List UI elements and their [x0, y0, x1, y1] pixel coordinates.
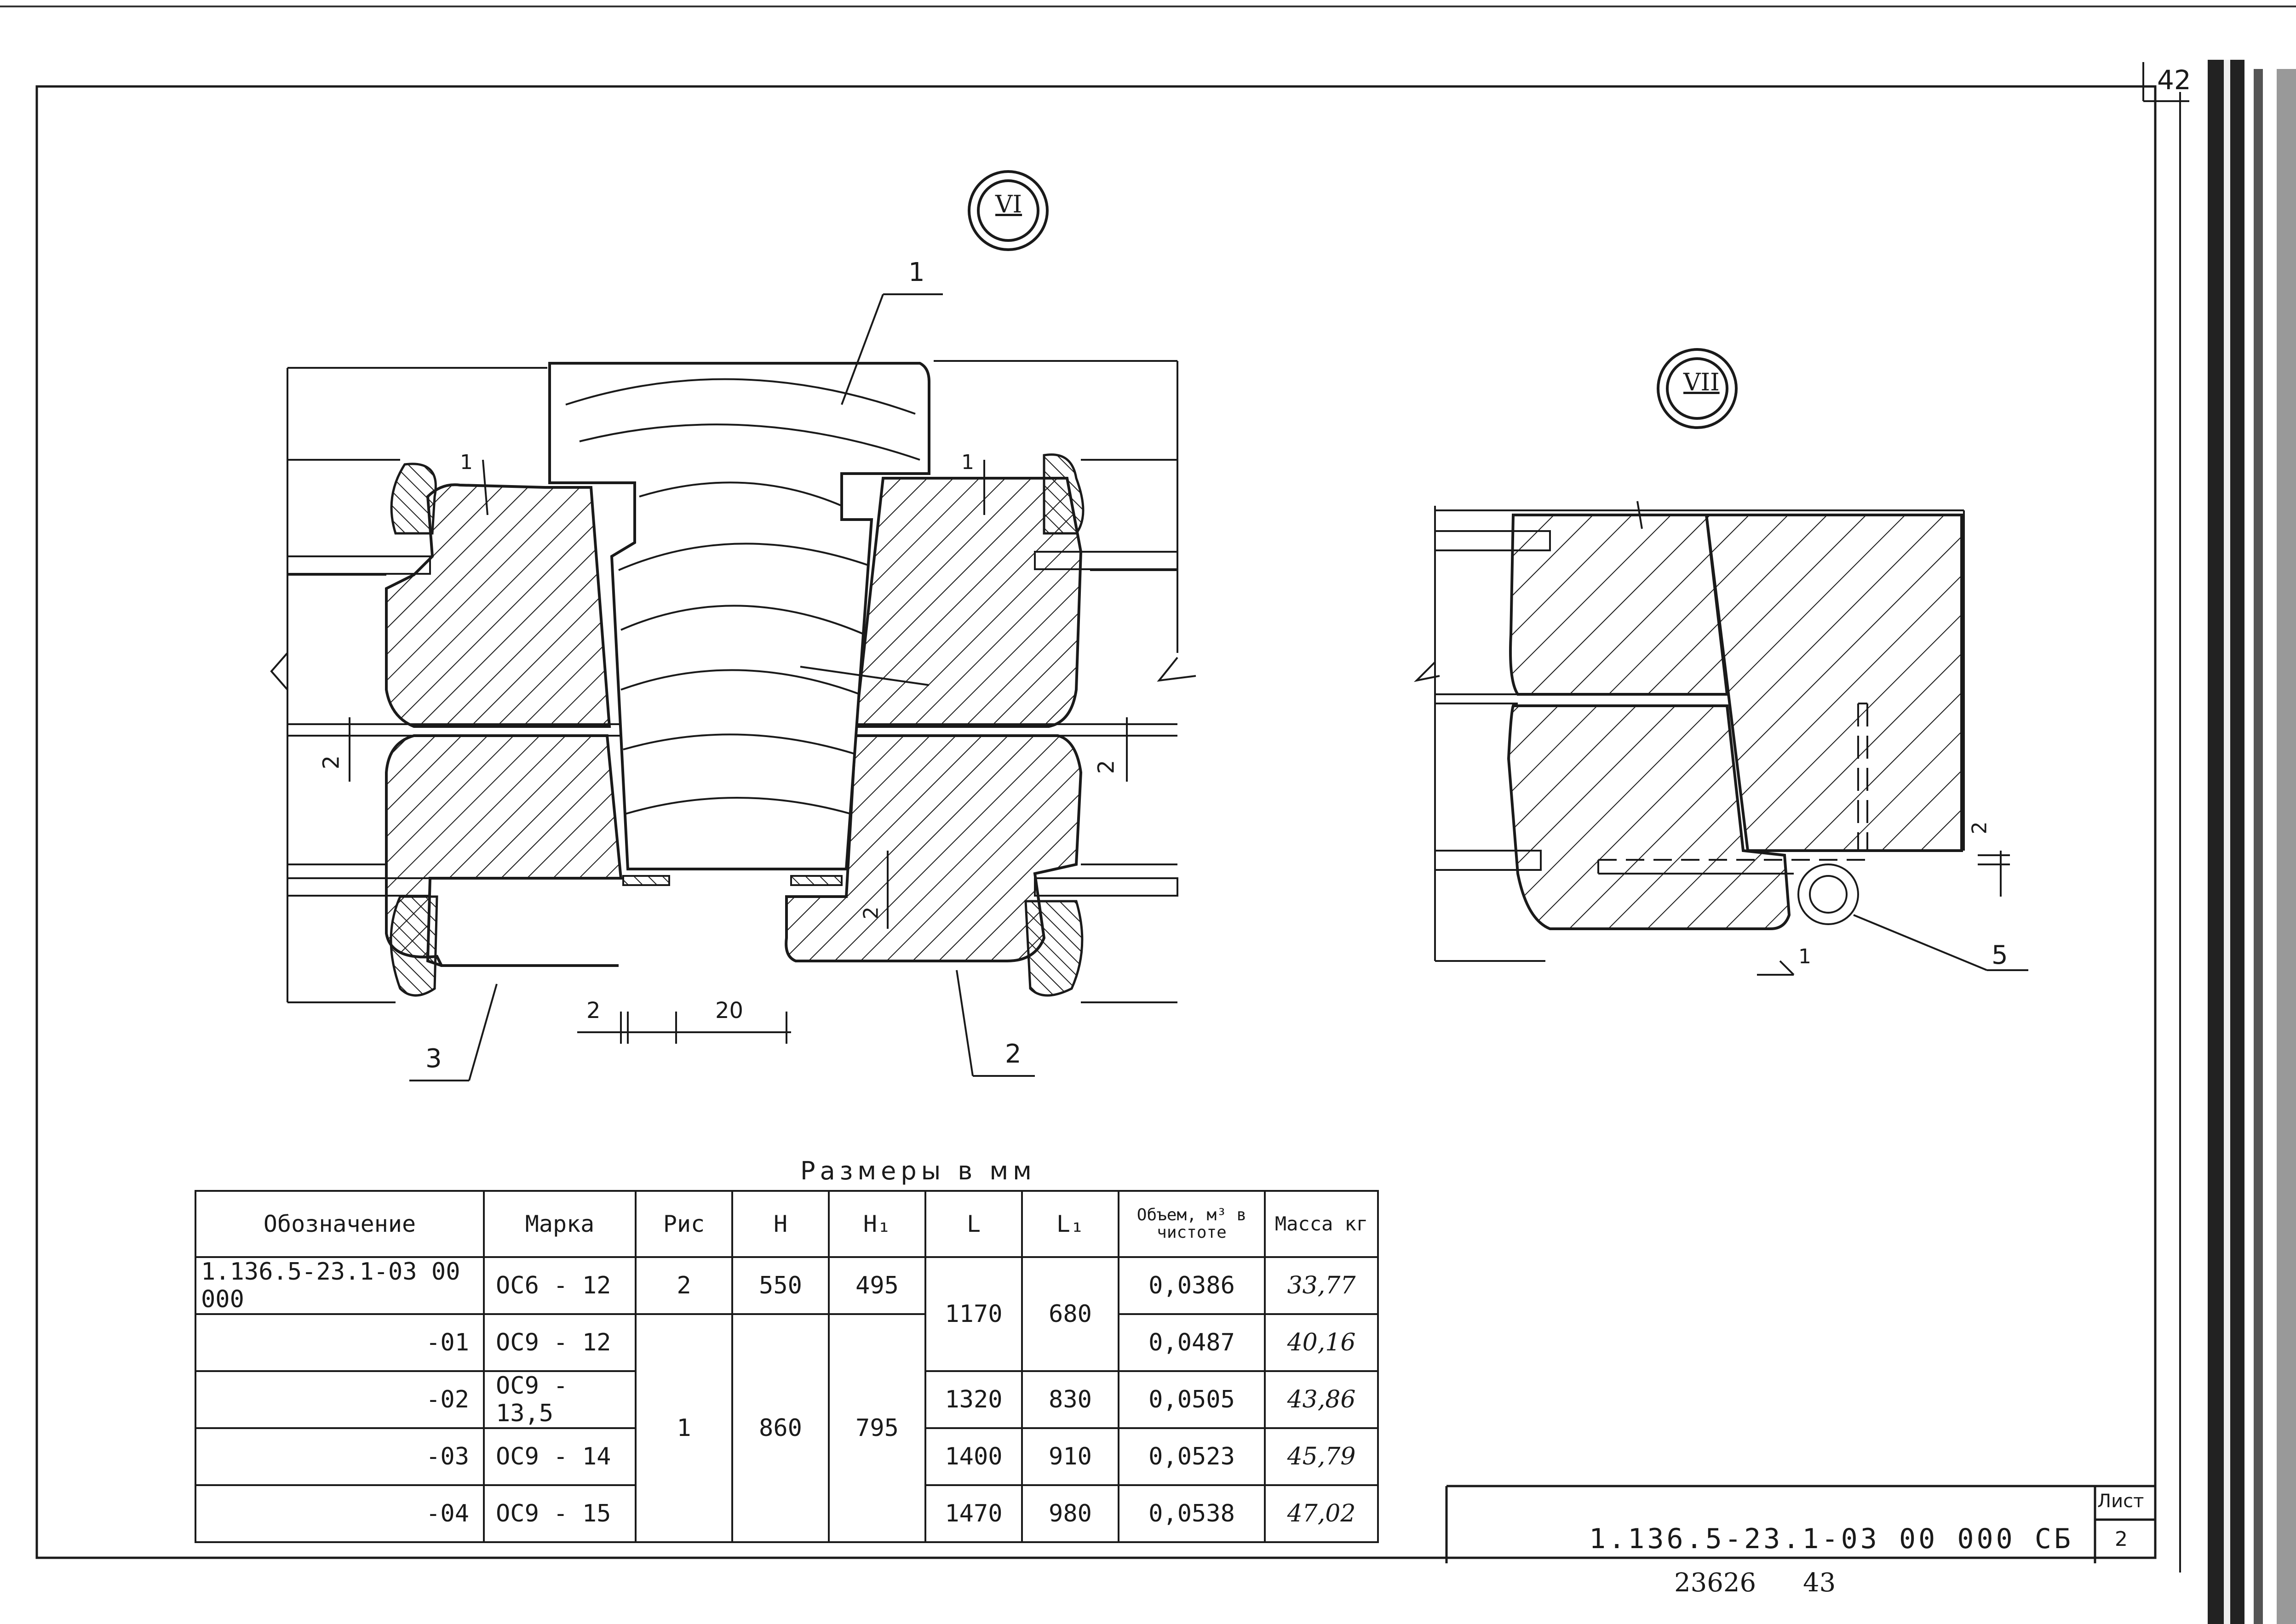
footer-page: 43 — [1803, 1568, 1836, 1598]
view-vi-dim-top-right: 1 — [961, 451, 974, 474]
cell-mark: ОС9 - 12 — [483, 1313, 637, 1372]
header-l: L — [924, 1190, 1023, 1258]
cell-mark: ОС9 - 14 — [483, 1427, 637, 1486]
header-designation: Обозначение — [195, 1190, 485, 1258]
cell-h1: 795 — [828, 1313, 926, 1543]
cell-designation: -02 — [195, 1370, 485, 1429]
title-block-doc-code: 1.136.5-23.1-03 00 000 СБ — [1589, 1523, 2074, 1555]
cell-h1: 495 — [828, 1256, 926, 1315]
table-row: -04 ОС9 - 15 1470 980 0,0538 47,02 — [195, 1484, 1379, 1543]
cell-mass: 33,77 — [1264, 1256, 1379, 1315]
header-figure: Рис — [635, 1190, 733, 1258]
header-l1: L₁ — [1021, 1190, 1119, 1258]
view-vii-callout-5: 5 — [1992, 940, 2008, 970]
cell-mark: ОС6 - 12 — [483, 1256, 637, 1315]
table-caption: Размеры в мм — [800, 1156, 1036, 1185]
cell-l1: 830 — [1021, 1370, 1119, 1429]
cell-mass: 43,86 — [1264, 1370, 1379, 1429]
cell-volume: 0,0505 — [1118, 1370, 1266, 1429]
view-vi-badge-label: VI — [995, 191, 1022, 218]
spec-table: Обозначение Марка Рис H H₁ L L₁ Объем, м… — [195, 1190, 1379, 1543]
view-vi-dim-top-left: 1 — [460, 451, 473, 474]
cell-l: 1400 — [924, 1427, 1023, 1486]
cell-designation: -04 — [195, 1484, 485, 1543]
title-block-sheet-number: 2 — [2115, 1527, 2128, 1551]
view-vii-badge — [1657, 348, 1738, 429]
footer-inventory: 23626 — [1674, 1568, 1756, 1598]
cell-mark: ОС9 - 13,5 — [483, 1370, 637, 1429]
cell-volume: 0,0523 — [1118, 1427, 1266, 1486]
cell-volume: 0,0538 — [1118, 1484, 1266, 1543]
page-number: 42 — [2157, 64, 2191, 96]
cell-mass: 45,79 — [1264, 1427, 1379, 1486]
cell-l1: 910 — [1021, 1427, 1119, 1486]
table-row: -02 ОС9 - 13,5 1320 830 0,0505 43,86 — [195, 1370, 1379, 1429]
table-row: -03 ОС9 - 14 1400 910 0,0523 45,79 — [195, 1427, 1379, 1486]
cell-designation: 1.136.5-23.1-03 00 000 — [195, 1256, 485, 1315]
view-vi-callout-2: 2 — [1005, 1039, 1022, 1069]
view-vii-dim-bottom: 1 — [1798, 945, 1811, 968]
table-header-row: Обозначение Марка Рис H H₁ L L₁ Объем, м… — [195, 1190, 1379, 1258]
header-volume: Объем, м³ в чистоте — [1118, 1190, 1266, 1258]
header-h1: H₁ — [828, 1190, 926, 1258]
cell-h: 860 — [731, 1313, 830, 1543]
cell-l: 1320 — [924, 1370, 1023, 1429]
cell-volume: 0,0487 — [1118, 1313, 1266, 1372]
view-vi-callout-1: 1 — [908, 257, 925, 287]
header-mass: Масса кг — [1264, 1190, 1379, 1258]
header-mark: Марка — [483, 1190, 637, 1258]
cell-figure: 1 — [635, 1313, 733, 1543]
cell-h: 550 — [731, 1256, 830, 1315]
title-block-sheet-label: Лист — [2097, 1491, 2144, 1512]
cell-l1: 980 — [1021, 1484, 1119, 1543]
view-vi-dim-bottom-width: 20 — [715, 998, 744, 1024]
cell-mass: 40,16 — [1264, 1313, 1379, 1372]
cell-l1: 680 — [1021, 1256, 1119, 1372]
view-vi-dim-bottom-gap: 2 — [586, 998, 601, 1024]
cell-l: 1470 — [924, 1484, 1023, 1543]
table-row: 1.136.5-23.1-03 00 000 ОС6 - 12 2 550 49… — [195, 1256, 1379, 1372]
cell-mark: ОС9 - 15 — [483, 1484, 637, 1543]
cell-mass: 47,02 — [1264, 1484, 1379, 1543]
table-row: -01 ОС9 - 12 1 860 795 0,0487 40,16 — [195, 1313, 1379, 1543]
header-h: H — [731, 1190, 830, 1258]
cell-volume: 0,0386 — [1118, 1256, 1266, 1315]
view-vi-badge — [968, 170, 1049, 251]
view-vi-callout-3: 3 — [425, 1044, 442, 1074]
view-vii-badge-label: VII — [1683, 369, 1720, 396]
cell-designation: -01 — [195, 1313, 485, 1372]
cell-figure: 2 — [635, 1256, 733, 1315]
cell-designation: -03 — [195, 1427, 485, 1486]
cell-l: 1170 — [924, 1256, 1023, 1372]
